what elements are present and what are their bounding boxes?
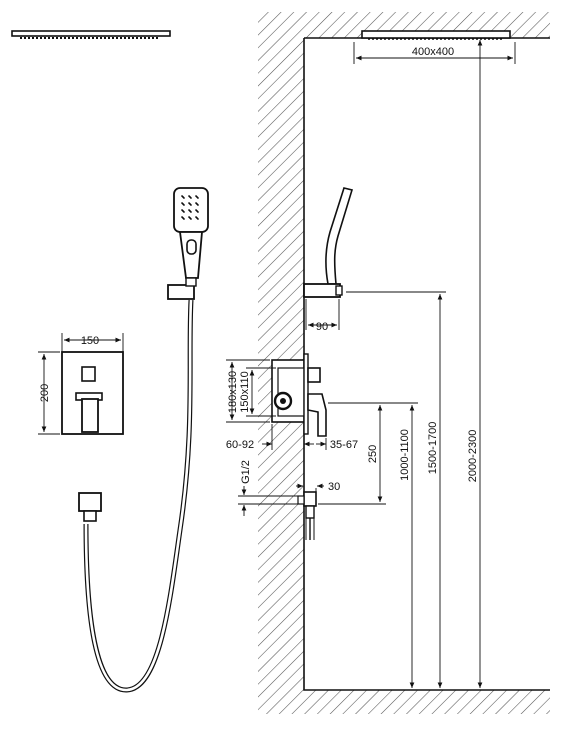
mixer-to-outlet-dimension [318,402,386,505]
wall-outlet-icon [78,492,102,522]
mixer-height-dimension [386,402,418,688]
thread-dimension [238,486,298,516]
plate-width-label: 150 [81,335,99,347]
plate-height-label: 200 [39,384,51,402]
holder-height-label: 1500-1700 [427,422,439,475]
holder-offset-dimension [305,299,340,330]
wall-hand-shower-icon [303,187,354,298]
thread-label: G1/2 [240,460,252,484]
wall-range-right-label: 35-67 [330,439,358,451]
wall-range-left-label: 60-92 [226,439,254,451]
hand-shower-icon [167,187,209,300]
shower-hose [83,299,194,693]
mixer-height-label: 1000-1100 [399,429,411,481]
plate-height-dimension [38,351,60,435]
box-depth-outer-label: 180x130 [227,371,239,413]
outlet-offset-label: 30 [328,481,340,493]
holder-offset-label: 90 [316,321,328,333]
plate-width-dimension [61,333,124,352]
ceiling-shower-head-icon [361,30,511,40]
rain-head-dimension [353,42,516,64]
holder-height-dimension [346,291,446,688]
concealed-box-icon [271,353,327,437]
box-depth-inner-label: 150x110 [239,371,251,412]
box-depth-dimensions [226,359,276,423]
wall-range-dimensions [262,424,327,450]
rain-shower-head-icon [11,30,171,39]
mixer-to-outlet-label: 250 [367,445,379,463]
outlet-offset-dimension [296,483,324,506]
shower-height-label: 2000-2300 [467,430,479,483]
cover-plate-icon [61,351,124,435]
rain-head-label: 400x400 [412,46,454,58]
